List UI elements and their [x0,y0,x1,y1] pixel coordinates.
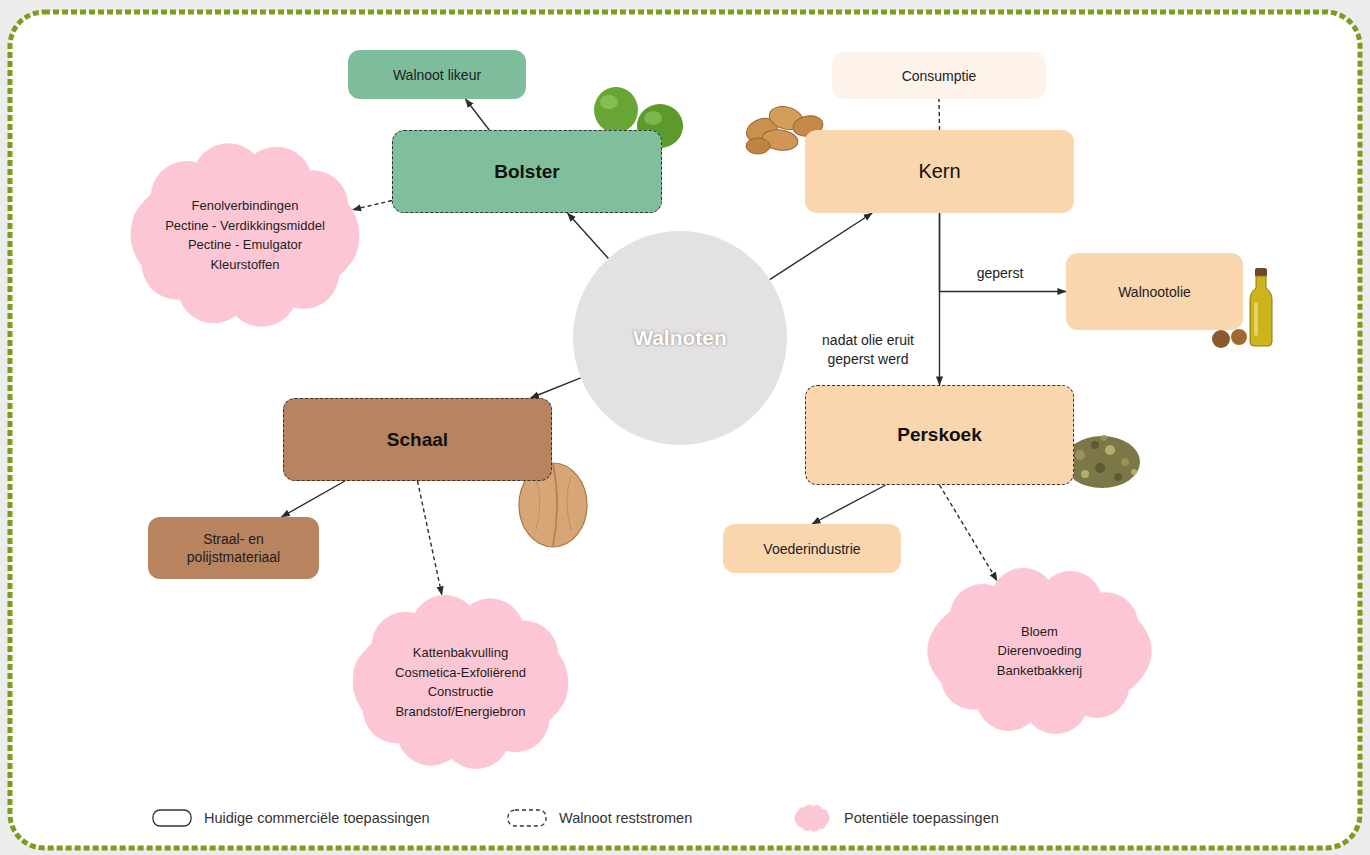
dashed-connector [418,481,442,595]
application-box: Consumptie [832,52,1046,99]
connector-arrow [939,213,940,385]
application-box: Walnootolie [1066,253,1243,330]
residue-box: Bolster [392,130,662,213]
application-item: Pectine - Emulgator [165,235,325,255]
residue-box: Schaal [283,398,552,481]
application-item: Constructie [395,682,526,702]
legend-item: Potentiële toepassingen [791,803,999,833]
application-item: Kleurstoffen [165,255,325,275]
connector-arrow [465,99,489,130]
dashed-connector [940,485,998,581]
application-item: Fenolverbindingen [165,196,325,216]
legend-cloud-swatch [791,803,833,833]
legend-item: Walnoot reststromen [506,803,692,833]
node-label: Walnoten [633,325,727,351]
cloud-shape [338,592,583,772]
node-label: Straal- en polijstmateriaal [158,530,309,566]
legend-label: Huidige commerciële toepassingen [204,810,430,826]
press-cake-icon [1064,435,1140,488]
connector-arrow [281,481,344,517]
connector-arrow [770,213,873,280]
application-item: Pectine - Verdikkingsmiddel [165,216,325,236]
connector-arrow [812,485,886,524]
connector-arrow [530,378,580,398]
cloud-shape [115,140,375,330]
application-box: Voederindustrie [723,524,901,573]
edge-label: geperst [960,264,1040,283]
legend-box-swatch [151,803,193,833]
application-item: Cosmetica-Exfoliërend [395,663,526,683]
residue-box: Perskoek [805,385,1074,485]
edge-label: nadat olie eruit geperst werd [806,331,930,369]
application-item: Kattenbakvulling [395,643,526,663]
application-item: Banketbakkerij [997,661,1082,681]
application-item: Brandstof/Energiebron [395,702,526,722]
potential-cloud: BloemDierenvoedingBanketbakkerij [912,565,1167,737]
node-label: Walnootolie [1076,283,1233,301]
legend-item: Huidige commerciële toepassingen [151,803,430,833]
legend-label: Potentiële toepassingen [844,810,999,826]
node-label: Walnoot likeur [358,66,516,84]
topic-circle: Walnoten [573,231,787,445]
part-box: Kern [805,130,1074,213]
application-item: Bloem [997,622,1082,642]
node-label: Bolster [404,160,651,184]
application-box: Straal- en polijstmateriaal [148,517,319,579]
application-box: Walnoot likeur [348,50,526,99]
dashed-connector [938,99,940,130]
dashed-connector [353,201,392,210]
legend-label: Walnoot reststromen [559,810,692,826]
legend-box-swatch [506,803,548,833]
potential-cloud: FenolverbindingenPectine - Verdikkingsmi… [115,140,375,330]
application-item: Dierenvoeding [997,641,1082,661]
node-label: Voederindustrie [733,540,891,558]
node-label: Consumptie [842,67,1036,85]
page-frame [10,12,1360,848]
connector-arrow [568,213,609,258]
node-label: Schaal [295,428,541,452]
potential-cloud: KattenbakvullingCosmetica-ExfoliërendCon… [338,592,583,772]
node-label: Perskoek [817,423,1063,447]
node-label: Kern [815,159,1064,184]
connector-arrow [940,213,1067,292]
